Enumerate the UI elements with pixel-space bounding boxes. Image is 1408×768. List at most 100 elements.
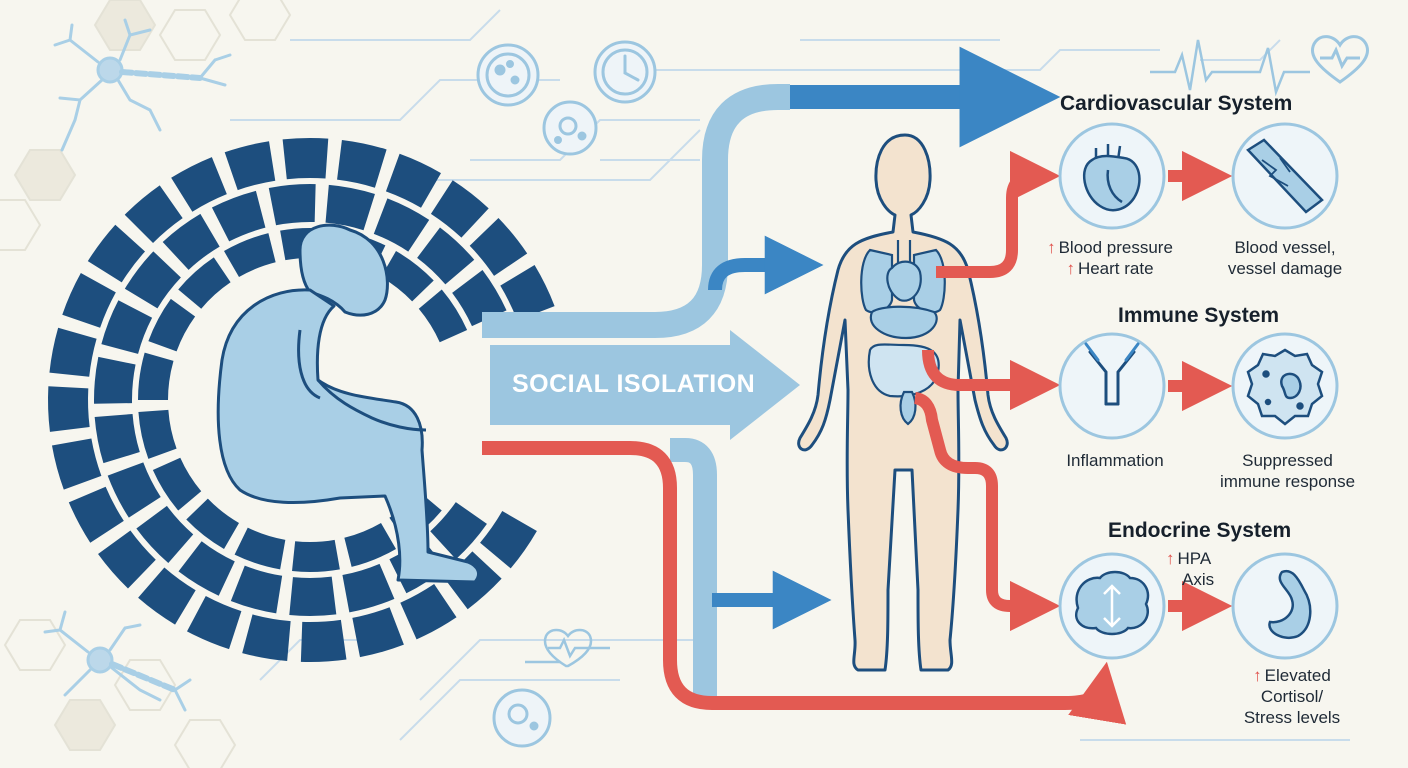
- immune-title: Immune System: [1118, 304, 1280, 327]
- ring-segment: [385, 153, 441, 208]
- ring-segment: [152, 457, 202, 511]
- effect-line: immune response: [1219, 472, 1356, 491]
- ring-segment: [87, 224, 146, 283]
- ring-segment: [186, 596, 242, 650]
- effect-line: Blood pressure: [1058, 238, 1173, 257]
- cell-icon: [476, 43, 540, 107]
- ring-segment: [138, 352, 174, 400]
- ring-segment: [230, 565, 283, 614]
- brain-icon: [1075, 570, 1150, 636]
- ring-segment: [373, 198, 430, 252]
- ring-segment: [400, 584, 457, 640]
- adrenal-gland-icon: [1268, 569, 1312, 639]
- human-body-icon: [797, 133, 1009, 672]
- ring-segment: [178, 541, 235, 596]
- ring-segment: [94, 356, 136, 404]
- immune-effect-2: Suppressed immune response: [1205, 450, 1370, 492]
- effect-line: Suppressed: [1242, 451, 1333, 470]
- effect-line: Cortisol/: [1260, 687, 1324, 706]
- cardiovascular-effect-2: Blood vessel, vessel damage: [1205, 237, 1365, 279]
- light-blue-flow-top: [482, 84, 790, 338]
- ring-segment: [469, 217, 528, 276]
- damaged-vessel-icon: [1246, 138, 1324, 214]
- ring-segment: [62, 272, 116, 328]
- ring-segment: [162, 213, 220, 270]
- ring-segment: [136, 505, 194, 564]
- endocrine-effect-2: ↑Elevated Cortisol/ Stress levels: [1222, 665, 1362, 728]
- immune-cell-icon: [1246, 348, 1324, 426]
- ring-segment: [178, 257, 231, 309]
- ring-segment: [289, 576, 337, 616]
- effect-line: Elevated: [1264, 666, 1331, 685]
- ring-segment: [94, 413, 140, 464]
- blue-arrow-to-body-upper: [708, 235, 824, 295]
- cell-icon: [542, 100, 598, 156]
- ring-segment: [98, 530, 156, 589]
- ring-segment: [47, 386, 90, 432]
- seated-person-icon: [216, 223, 480, 584]
- effect-line: Blood vessel,: [1234, 238, 1336, 257]
- ring-segment: [282, 138, 329, 180]
- endocrine-circle-2: [1231, 552, 1339, 660]
- social-isolation-label: SOCIAL ISOLATION: [512, 370, 756, 398]
- social-isolation-banner-arrow: [490, 330, 800, 440]
- ring-segment: [186, 498, 239, 549]
- ring-segment: [430, 502, 487, 560]
- immune-circle-1: [1058, 332, 1166, 440]
- ring-segment: [124, 185, 183, 244]
- ring-segment: [49, 327, 97, 377]
- ring-segment: [234, 527, 286, 570]
- ring-segment: [138, 409, 177, 459]
- ring-segment: [430, 180, 489, 238]
- hexagon-pattern: [0, 0, 292, 768]
- heartbeat-icon: [525, 628, 610, 668]
- heart-icon: [1311, 35, 1369, 84]
- red-arrow-to-cardiovascular: [936, 150, 1061, 278]
- ring-segment: [124, 251, 181, 309]
- effect-line: Stress levels: [1243, 708, 1341, 727]
- ring-segment: [101, 300, 153, 354]
- ring-segment: [342, 563, 395, 613]
- clock-icon: [593, 40, 657, 104]
- effect-line: vessel damage: [1227, 259, 1343, 278]
- ring-segment: [352, 607, 404, 658]
- increase-arrow-icon: ↑: [1253, 666, 1262, 685]
- neuron-icon: [53, 18, 232, 152]
- ring-segment: [211, 190, 266, 242]
- ring-segment: [418, 289, 468, 343]
- ring-segment: [224, 141, 276, 191]
- light-blue-flow-bottom: [670, 438, 717, 700]
- red-flow-bottom: [482, 441, 1127, 725]
- ring-segment: [292, 539, 340, 572]
- ring-segment: [138, 567, 196, 625]
- red-arrow-to-immune: [922, 349, 1061, 411]
- heartbeat-icon: [1150, 39, 1310, 97]
- ring-segment: [325, 184, 375, 231]
- anatomical-heart-icon: [1082, 144, 1141, 212]
- ring-segment: [300, 619, 347, 662]
- ring-segment: [344, 522, 396, 567]
- increase-arrow-icon: ↑: [1047, 238, 1056, 257]
- red-arrow-to-endocrine: [913, 392, 1061, 632]
- increase-arrow-icon: ↑: [1166, 549, 1175, 568]
- ring-segment: [148, 298, 196, 352]
- neuron-icon: [43, 610, 192, 712]
- hpa-axis-label: ↑HPA Axis: [1166, 548, 1226, 590]
- endocrine-title: Endocrine System: [1108, 519, 1292, 542]
- ring-segment: [171, 157, 227, 212]
- antibody-icon: [1084, 342, 1140, 406]
- ring-segment: [381, 251, 434, 302]
- ring-segment: [500, 265, 555, 321]
- effect-line: Heart rate: [1077, 259, 1154, 278]
- ring-segment: [107, 462, 161, 518]
- effect-line: Inflammation: [1066, 451, 1164, 470]
- ring-segment: [51, 438, 102, 490]
- ring-segment: [224, 233, 276, 278]
- ring-segment: [268, 184, 316, 226]
- cardiovascular-effect-1: ↑Blood pressure ↑Heart rate: [1020, 237, 1200, 279]
- ring-segment: [242, 614, 291, 662]
- ring-segment: [480, 511, 537, 569]
- ring-segment: [68, 486, 124, 543]
